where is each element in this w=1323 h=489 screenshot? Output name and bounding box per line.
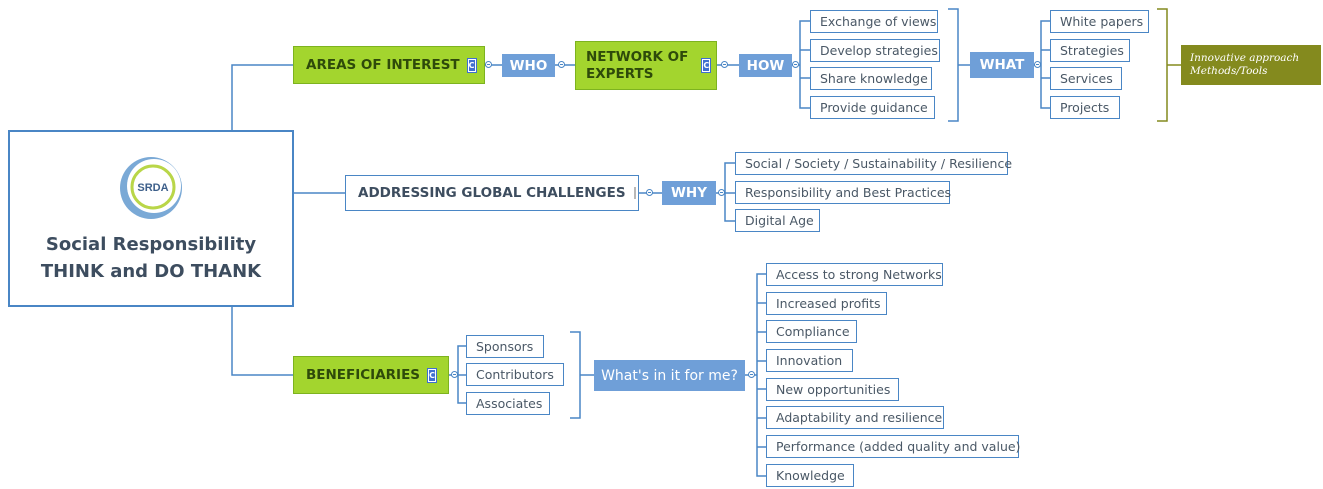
collapsed-badge-icon[interactable]: C	[427, 367, 437, 383]
network-label-line2: EXPERTS	[586, 65, 654, 82]
how-item[interactable]: Develop strategies	[810, 39, 940, 62]
network-of-experts-topic[interactable]: NETWORK OF EXPERTS C	[575, 41, 717, 90]
logo-text: SRDA	[137, 182, 168, 194]
whats-in-it-topic[interactable]: What's in it for me?	[594, 360, 745, 391]
collapse-toggle-icon[interactable]	[792, 61, 799, 68]
srda-logo: SRDA	[120, 156, 182, 219]
how-item[interactable]: Exchange of views	[810, 10, 938, 33]
why-topic[interactable]: WHY	[662, 181, 716, 205]
collapse-toggle-icon[interactable]	[1034, 61, 1041, 68]
who-label: WHO	[509, 57, 548, 74]
what-item[interactable]: Projects	[1050, 96, 1120, 119]
collapse-toggle-icon[interactable]	[451, 371, 458, 378]
root-topic[interactable]: SRDA Social Responsibility THINK and DO …	[8, 130, 294, 307]
what-item[interactable]: Strategies	[1050, 39, 1130, 62]
whats-in-it-label: What's in it for me?	[601, 367, 738, 384]
benefit-item[interactable]: Compliance	[766, 320, 857, 343]
what-item[interactable]: Services	[1050, 67, 1122, 90]
beneficiaries-label: BENEFICIARIES	[306, 367, 421, 383]
collapse-toggle-icon[interactable]	[485, 61, 492, 68]
collapse-toggle-icon[interactable]	[558, 61, 565, 68]
areas-of-interest-label: AREAS OF INTEREST	[306, 57, 460, 73]
benefit-item[interactable]: Innovation	[766, 349, 853, 372]
collapse-toggle-icon[interactable]	[748, 371, 755, 378]
innovative-line2: Methods/Tools	[1190, 65, 1268, 77]
benefit-item[interactable]: Performance (added quality and value)	[766, 435, 1020, 458]
why-item[interactable]: Digital Age	[735, 209, 820, 232]
who-topic[interactable]: WHO	[502, 54, 555, 77]
root-title-line2: THINK and DO THANK	[40, 260, 262, 282]
what-item[interactable]: White papers	[1050, 10, 1149, 33]
beneficiary-item[interactable]: Associates	[466, 392, 550, 415]
how-topic[interactable]: HOW	[739, 54, 792, 77]
areas-of-interest-topic[interactable]: AREAS OF INTEREST C	[293, 46, 485, 84]
network-label-line1: NETWORK OF	[586, 48, 689, 65]
collapsed-badge-icon[interactable]: C	[701, 58, 712, 73]
why-label: WHY	[671, 185, 707, 201]
benefit-item[interactable]: Knowledge	[766, 464, 854, 487]
benefit-item[interactable]: Access to strong Networks	[766, 263, 943, 286]
benefit-item[interactable]: Adaptability and resilience	[766, 406, 944, 429]
collapsed-badge-icon[interactable]: C	[466, 57, 477, 73]
how-item[interactable]: Provide guidance	[810, 96, 935, 119]
why-item[interactable]: Social / Society / Sustainability / Resi…	[735, 152, 1012, 175]
challenges-label: ADDRESSING GLOBAL CHALLENGES	[358, 185, 626, 201]
root-title-line1: Social Responsibility	[45, 233, 257, 255]
collapse-toggle-icon[interactable]	[718, 189, 725, 196]
what-label: WHAT	[979, 57, 1025, 73]
what-topic[interactable]: WHAT	[970, 52, 1034, 78]
how-item[interactable]: Share knowledge	[810, 67, 932, 90]
beneficiary-item[interactable]: Contributors	[466, 363, 564, 386]
benefit-item[interactable]: New opportunities	[766, 378, 899, 401]
note-icon[interactable]	[633, 187, 636, 199]
collapse-toggle-icon[interactable]	[646, 189, 653, 196]
how-label: HOW	[746, 57, 785, 74]
addressing-global-challenges-topic[interactable]: ADDRESSING GLOBAL CHALLENGES	[345, 175, 639, 211]
innovative-approach-summary[interactable]: Innovative approach Methods/Tools	[1181, 45, 1321, 85]
beneficiaries-topic[interactable]: BENEFICIARIES C	[293, 356, 449, 394]
innovative-line1: Innovative approach	[1190, 52, 1300, 64]
beneficiary-item[interactable]: Sponsors	[466, 335, 544, 358]
collapse-toggle-icon[interactable]	[721, 61, 728, 68]
why-item[interactable]: Responsibility and Best Practices	[735, 181, 951, 204]
benefit-item[interactable]: Increased profits	[766, 292, 887, 315]
